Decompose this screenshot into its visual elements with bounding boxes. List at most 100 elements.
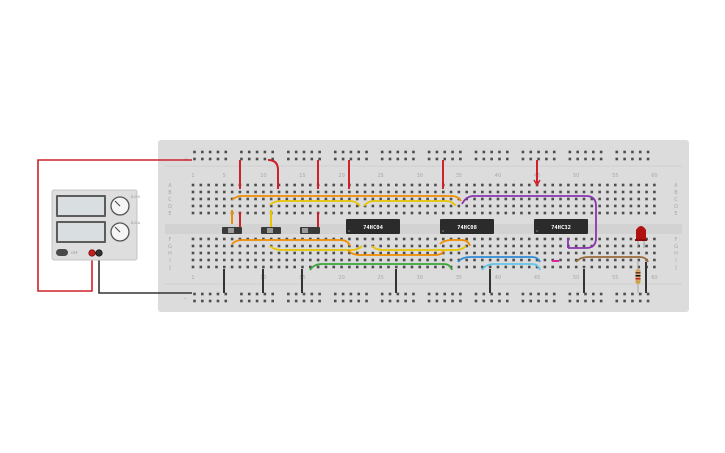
breadboard-hole [590, 197, 594, 201]
breadboard-hole [332, 237, 336, 241]
slide-switch-2[interactable] [261, 227, 281, 234]
breadboard-hole [410, 197, 414, 201]
breadboard-hole [520, 183, 523, 187]
breadboard-hole [490, 292, 493, 296]
breadboard-hole [623, 299, 626, 303]
breadboard-hole [357, 150, 361, 154]
breadboard-hole [506, 299, 509, 303]
breadboard-hole [404, 150, 407, 154]
breadboard-hole [443, 292, 447, 296]
breadboard-hole [340, 258, 343, 262]
breadboard-hole [457, 211, 461, 215]
breadboard-hole [567, 258, 570, 262]
breadboard-hole [592, 292, 595, 296]
breadboard-hole [613, 197, 617, 201]
breadboard-hole [590, 237, 594, 241]
breadboard-hole [504, 265, 508, 269]
breadboard-hole [535, 190, 539, 194]
breadboard-hole [222, 265, 226, 269]
breadboard-hole [309, 211, 312, 215]
breadboard-hole [355, 190, 359, 194]
breadboard-hole [559, 265, 562, 269]
breadboard-hole [349, 299, 353, 303]
breadboard-hole [527, 190, 531, 194]
breadboard-hole [263, 292, 267, 296]
breadboard-hole [488, 197, 492, 201]
breadboard-hole [363, 183, 367, 187]
breadboard-hole [629, 251, 633, 255]
breadboard-hole [449, 258, 453, 262]
breadboard-hole [559, 204, 562, 208]
breadboard-hole [543, 204, 547, 208]
breadboard-hole [371, 258, 375, 262]
breadboard-hole [310, 157, 314, 161]
breadboard-hole [638, 292, 642, 296]
breadboard-hole [629, 204, 633, 208]
breadboard-hole [240, 292, 243, 296]
breadboard-hole [441, 190, 445, 194]
breadboard-hole [552, 157, 556, 161]
chip-74hc08[interactable]: 74HC08 [440, 219, 494, 234]
wires[interactable] [37, 159, 649, 294]
breadboard-hole [355, 237, 359, 241]
slide-switch-3[interactable] [300, 227, 320, 234]
breadboard-hole [379, 190, 382, 194]
breadboard-hole [324, 211, 328, 215]
psu-negative-terminal[interactable] [95, 249, 103, 257]
chip-74hc04[interactable]: 74HC04 [346, 219, 400, 234]
breadboard-hole [613, 204, 617, 208]
breadboard-hole [254, 237, 257, 241]
breadboard-hole [512, 258, 515, 262]
breadboard-hole [262, 251, 265, 255]
breadboard-hole [435, 150, 439, 154]
slide-switches[interactable] [222, 227, 320, 234]
breadboard-hole [215, 190, 218, 194]
breadboard-hole [473, 204, 476, 208]
wire-cyan-1 [481, 263, 541, 271]
breadboard-hole [551, 204, 555, 208]
breadboard-hole [215, 204, 218, 208]
breadboard-hole [207, 183, 210, 187]
slide-switch-1[interactable] [222, 227, 242, 234]
breadboard-hole [294, 150, 298, 154]
resistor[interactable] [635, 260, 641, 293]
breadboard-hole [443, 299, 447, 303]
breadboard-hole [482, 157, 486, 161]
breadboard-hole [301, 204, 304, 208]
breadboard-hole [269, 265, 273, 269]
chip-74hc32[interactable]: 74HC32 [534, 219, 588, 234]
breadboard-hole [387, 244, 390, 248]
breadboard-hole [255, 299, 259, 303]
breadboard-hole [488, 251, 492, 255]
breadboard-hole [301, 183, 304, 187]
wire-yellow-top-1 [269, 200, 361, 207]
breadboard-hole [504, 258, 508, 262]
psu-positive-terminal[interactable] [88, 249, 96, 257]
psu-power-label: OFF [71, 251, 78, 255]
breadboard-hole [262, 211, 265, 215]
row-letter: E [674, 211, 677, 217]
breadboard-hole [293, 183, 296, 187]
breadboard-hole [449, 197, 453, 201]
breadboard-hole [340, 244, 343, 248]
breadboard-hole [404, 299, 407, 303]
breadboard-hole [262, 190, 265, 194]
breadboard-hole [574, 251, 578, 255]
breadboard-hole [426, 251, 429, 255]
breadboard-hole [434, 183, 437, 187]
power-supply[interactable]: 0.0 V 0.0 A OFF [51, 189, 141, 261]
breadboard-hole [293, 244, 296, 248]
led-red[interactable] [635, 226, 647, 248]
psu-power-button[interactable] [56, 249, 68, 256]
breadboard-hole [340, 237, 343, 241]
breadboard-hole [488, 190, 492, 194]
breadboard-hole [545, 157, 548, 161]
breadboard-hole [621, 183, 625, 187]
rail-marker-minus: − [183, 296, 187, 302]
breadboard-hole [285, 204, 289, 208]
breadboard-hole [459, 299, 462, 303]
breadboard-hole [582, 251, 586, 255]
breadboard-hole [606, 190, 609, 194]
breadboard-hole [427, 299, 431, 303]
